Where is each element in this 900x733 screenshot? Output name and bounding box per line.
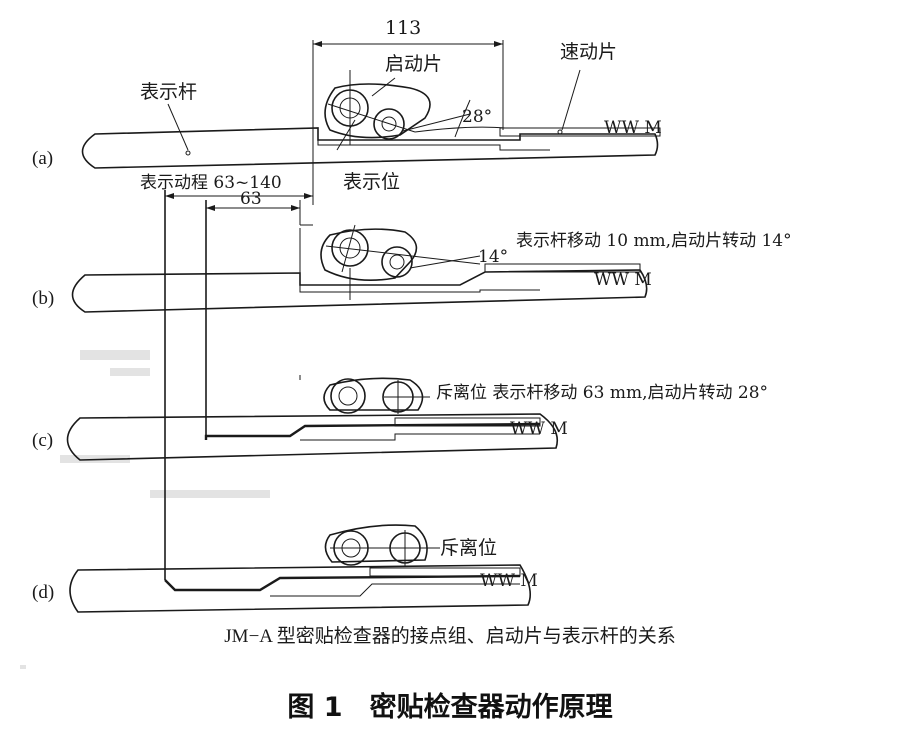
start-plate-label: 启动片 [385, 53, 442, 75]
row-label-a: (a) [32, 148, 53, 169]
travel-dimensions [164, 190, 313, 580]
note-b: 表示杆移动 10 mm,启动片转动 14° [516, 231, 792, 251]
dimension-113: 113 [385, 17, 421, 39]
indicator-rod-b [71, 269, 648, 313]
start-plate-c [323, 377, 424, 411]
separation-note-c: 斥离位 表示杆移动 63 mm,启动片转动 28° [436, 383, 768, 403]
spring-mark-c: WW M [510, 419, 568, 439]
panel-c [66, 375, 559, 461]
row-label-b: (b) [32, 288, 54, 309]
angle-28-label: 28° [462, 107, 492, 127]
panel-b [71, 224, 648, 313]
scan-ghosts [20, 350, 270, 669]
indicator-rod-c [66, 413, 559, 461]
indicator-rod-label: 表示杆 [140, 81, 197, 103]
start-plate-a [324, 83, 431, 139]
angle-14-label: 14° [478, 247, 508, 267]
separation-label-d: 斥离位 [440, 537, 497, 559]
spring-mark-d: WW M [480, 571, 538, 591]
indicator-position-label: 表示位 [343, 171, 400, 193]
panel-d [69, 524, 531, 613]
start-plate-d [324, 524, 428, 563]
spring-mark-a: WW M [604, 118, 662, 138]
figure-caption: JM−A 型密贴检查器的接点组、启动片与表示杆的关系 [224, 625, 675, 647]
dimension-63: 63 [240, 189, 262, 209]
start-plate-b [320, 228, 418, 282]
fast-plate-label: 速动片 [560, 41, 617, 63]
indicator-rod-a [81, 127, 659, 169]
panel-a [81, 40, 661, 205]
figure-title: 图 1 密贴检查器动作原理 [287, 691, 612, 723]
indicator-travel-label: 表示动程 63~140 [140, 173, 282, 193]
row-label-c: (c) [32, 430, 53, 451]
indicator-rod-d [69, 564, 531, 613]
spring-mark-b: WW M [594, 270, 652, 290]
row-label-d: (d) [32, 582, 54, 603]
